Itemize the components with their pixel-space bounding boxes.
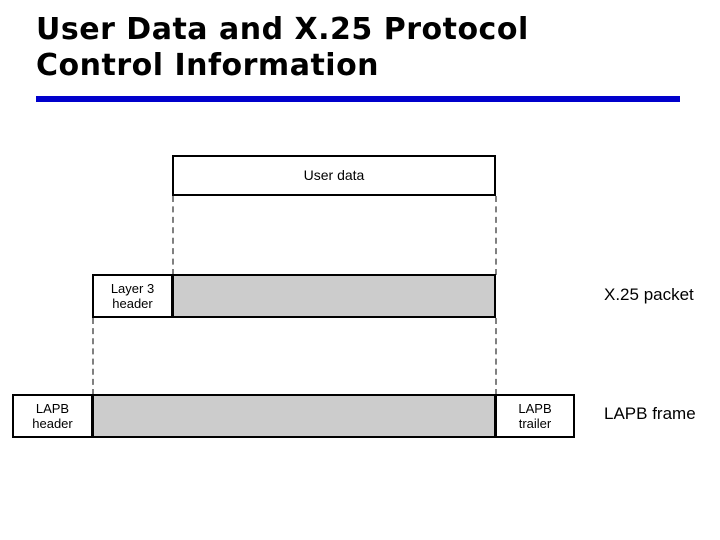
dashed-connector-right-upper [495,196,497,275]
dashed-connector-left-lower [92,318,94,395]
title-underline-rule [36,96,680,102]
lapb-payload-box [92,394,496,438]
dashed-connector-left-upper [172,196,174,275]
user-data-box: User data [172,155,496,196]
layer-3-header-box: Layer 3 header [92,274,173,318]
lapb-header-box: LAPB header [12,394,93,438]
lapb-frame-label: LAPB frame [604,404,696,423]
x25-packet-label: X.25 packet [604,285,694,304]
dashed-connector-right-lower [495,318,497,395]
x25-payload-box [172,274,496,318]
lapb-trailer-box: LAPB trailer [495,394,575,438]
page-title: User Data and X.25 Protocol Control Info… [36,12,529,83]
